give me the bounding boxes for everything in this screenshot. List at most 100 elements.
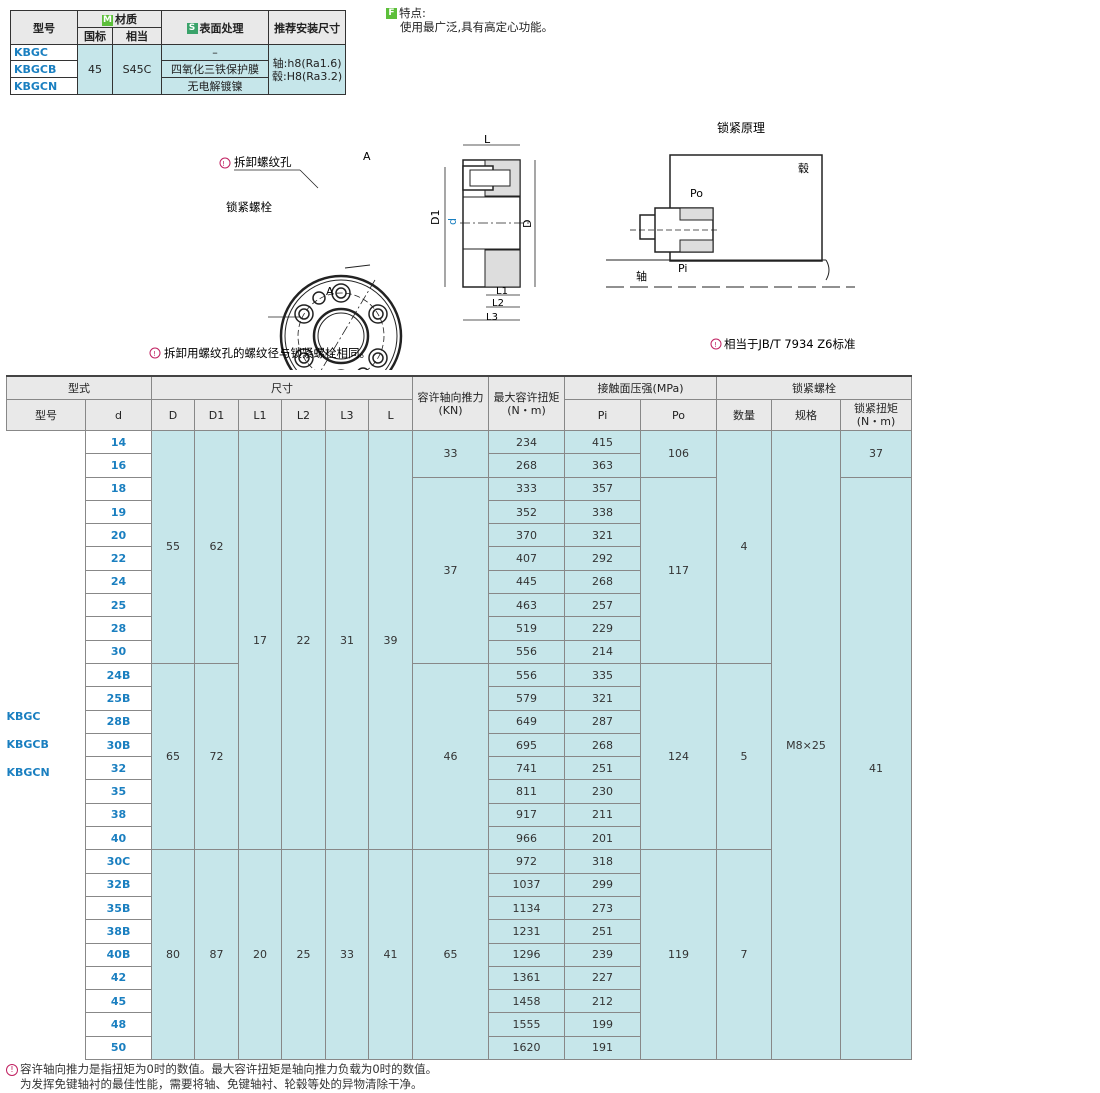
- torque-value: 1231: [488, 919, 566, 944]
- header-L: L: [367, 399, 414, 431]
- mat-header-gb: 国标: [77, 27, 113, 45]
- mat-surface: 四氧化三铁保护膜: [161, 60, 269, 78]
- torque-value: 1458: [488, 989, 566, 1014]
- principle-title: 锁紧原理: [717, 120, 765, 135]
- model-name: KBGCB: [6, 738, 49, 752]
- torque-value: 370: [488, 523, 566, 548]
- header-qty: 数量: [716, 399, 773, 431]
- thrust-value: 65: [412, 849, 490, 1061]
- pi-value: 230: [564, 779, 642, 804]
- header-thrust: 容许轴向推力 (KN): [412, 375, 490, 431]
- pi-value: 251: [564, 756, 642, 781]
- header-L3: L3: [325, 399, 369, 431]
- header-L1: L1: [238, 399, 282, 431]
- po-value: 124: [640, 662, 718, 851]
- qty-value: 4: [716, 430, 773, 664]
- dim-L-label: L: [484, 133, 491, 146]
- mat-fit: 轴:h8(Ra1.6)毂:H8(Ra3.2): [267, 44, 347, 95]
- pi-value: 268: [564, 569, 642, 595]
- torque-value: 649: [488, 709, 566, 734]
- section-A-top-label: A: [363, 150, 371, 163]
- spec-value: M8×25: [771, 429, 842, 1061]
- pi-value: 363: [564, 453, 642, 478]
- D-value: 80: [151, 849, 195, 1061]
- torque-value: 407: [488, 546, 566, 571]
- dim-L2-label: L2: [492, 298, 504, 309]
- torque-value: 811: [488, 779, 566, 804]
- pi-label: Pi: [678, 262, 687, 275]
- footer-line-2: 为发挥免键轴衬的最佳性能，需要将轴、免键轴衬、轮毂等处的异物清除干净。: [20, 1077, 423, 1091]
- pi-value: 292: [564, 546, 642, 571]
- d-value: 45: [85, 989, 152, 1014]
- pi-value: 268: [564, 732, 642, 758]
- D1-value: 72: [194, 662, 239, 851]
- torque-value: 1361: [488, 965, 566, 991]
- qty-value: 7: [716, 849, 773, 1061]
- header-pressure: 接触面压强(MPa): [564, 375, 718, 400]
- torque-value: 556: [488, 639, 566, 664]
- torque-value: 1134: [488, 895, 566, 921]
- pi-value: 338: [564, 499, 642, 525]
- D-value: 55: [151, 430, 195, 664]
- d-value: 25B: [85, 686, 152, 711]
- torque-value: 268: [488, 453, 566, 478]
- d-value: 48: [85, 1012, 152, 1037]
- header-po: Po: [640, 399, 718, 431]
- header-pi: Pi: [564, 399, 642, 431]
- d-value: 35: [85, 779, 152, 804]
- torque-value: 463: [488, 593, 566, 618]
- pi-value: 318: [564, 849, 642, 874]
- principle-drawing: [606, 154, 855, 288]
- d-value: 38B: [85, 919, 152, 944]
- d-value: 42: [85, 965, 152, 991]
- d-value: 32B: [85, 872, 152, 897]
- torque-value: 556: [488, 662, 566, 688]
- thrust-value: 46: [412, 662, 490, 851]
- pi-value: 321: [564, 686, 642, 711]
- header-type: 型式: [6, 375, 152, 400]
- torque-value: 972: [488, 849, 566, 874]
- d-value: 38: [85, 802, 152, 828]
- torque-value: 579: [488, 686, 566, 711]
- pi-value: 299: [564, 872, 642, 897]
- mat-eq-value: S45C: [112, 44, 162, 95]
- torque-value: 333: [488, 476, 566, 501]
- pi-value: 415: [564, 429, 642, 455]
- L3-value: 33: [325, 849, 369, 1061]
- dim-L1-label: L1: [496, 286, 508, 297]
- L-value: 39: [367, 429, 414, 851]
- dim-L3-label: L3: [486, 312, 498, 323]
- header-torque: 最大容许扭矩 (N・m): [488, 375, 566, 431]
- lock-bolt-label: 锁紧螺栓: [226, 200, 272, 214]
- feature-text: 使用最广泛,具有高定心功能。: [400, 20, 554, 34]
- note-icon: !: [6, 1063, 18, 1076]
- mat-gb-value: 45: [77, 44, 113, 95]
- po-value: 117: [640, 476, 718, 664]
- d-value: 18: [85, 476, 152, 501]
- torque-value: 917: [488, 802, 566, 828]
- mat-model: KBGCB: [10, 60, 78, 78]
- po-label: Po: [690, 187, 703, 200]
- dim-D-label: D: [521, 220, 534, 228]
- d-value: 14: [85, 429, 152, 455]
- d-value: 30: [85, 639, 152, 664]
- po-value: 119: [640, 849, 718, 1061]
- header-D: D: [151, 399, 195, 431]
- material-badge-icon: M: [102, 14, 113, 26]
- d-value: 24: [85, 569, 152, 595]
- note-standard: 相当于JB/T 7934 Z6标准: [724, 337, 855, 351]
- d-value: 35B: [85, 895, 152, 921]
- pi-value: 321: [564, 523, 642, 548]
- spec-table: 型式 尺寸 容许轴向推力 (KN) 最大容许扭矩 (N・m) 接触面压强(MPa…: [6, 375, 913, 1061]
